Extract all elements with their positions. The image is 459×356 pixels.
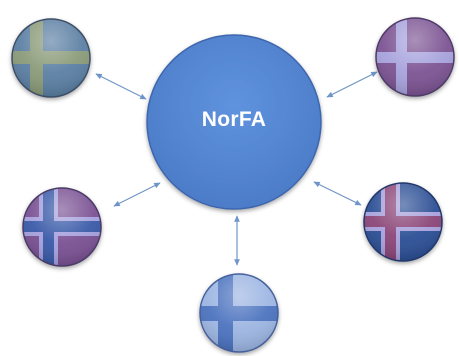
connector-norway <box>113 182 161 207</box>
hub-circle <box>146 34 322 210</box>
connector-iceland <box>313 181 362 206</box>
iceland-flag-icon <box>363 182 443 262</box>
connectors <box>95 71 378 266</box>
norway-flag-icon <box>22 187 102 267</box>
connector-sweden <box>95 73 147 100</box>
finland-flag-icon <box>199 273 279 353</box>
sweden-flag-icon <box>11 18 91 98</box>
connector-denmark <box>326 71 378 98</box>
denmark-flag-icon <box>375 17 455 97</box>
